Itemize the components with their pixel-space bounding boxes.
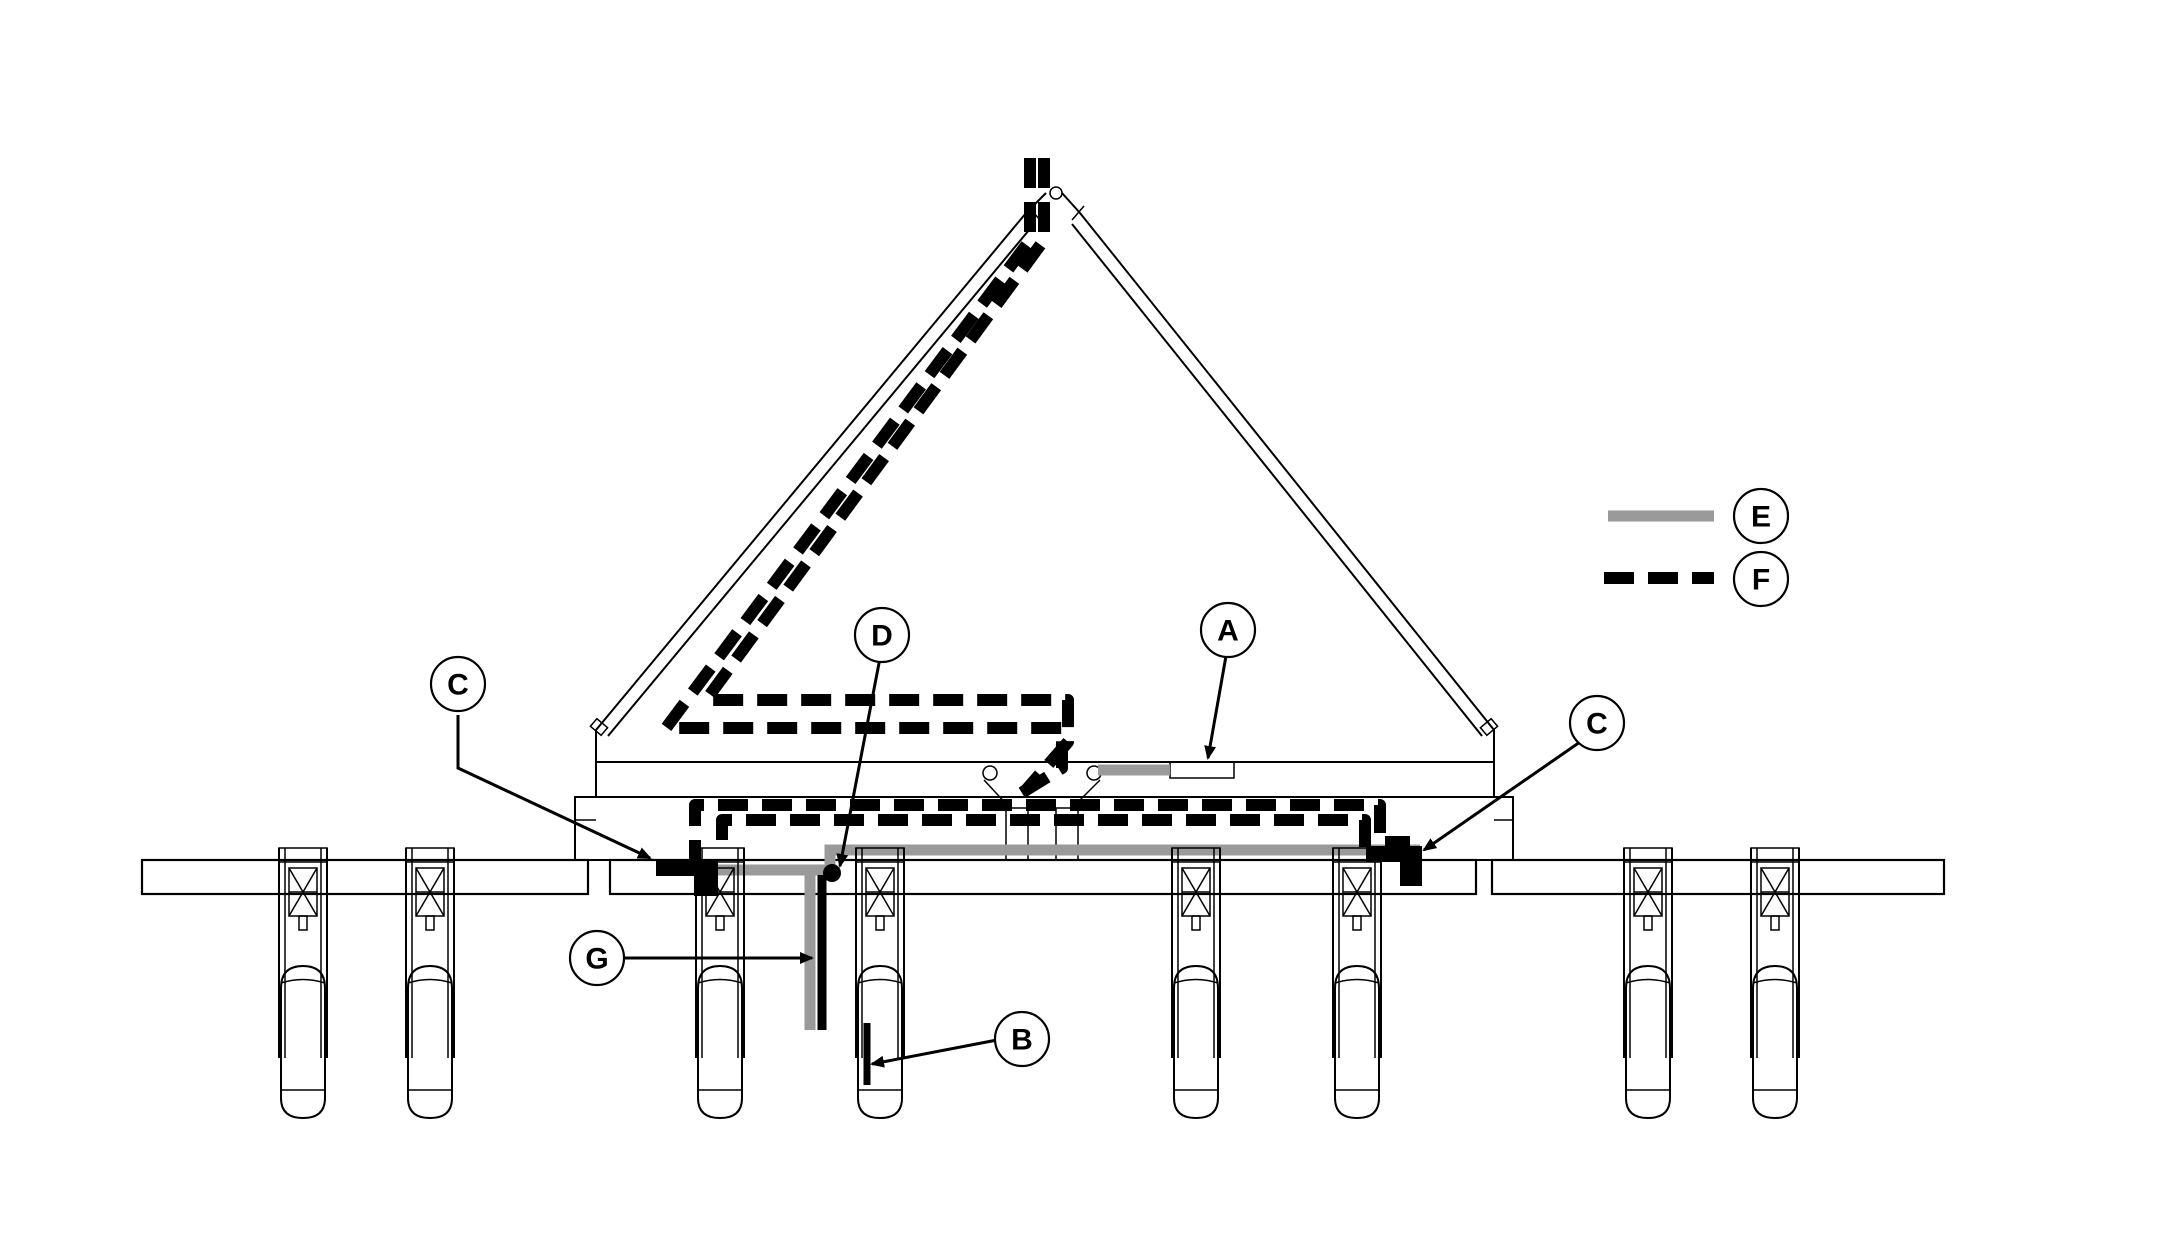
- toolbar-right-section: [1490, 858, 1946, 896]
- center-frame-upper: [595, 761, 1495, 798]
- callout-d-label: D: [871, 620, 893, 653]
- callout-a: A: [1199, 601, 1257, 659]
- callout-g-label: G: [585, 943, 608, 976]
- callout-b-label: B: [1011, 1024, 1033, 1057]
- callout-c-right: C: [1568, 694, 1626, 752]
- callout-c-right-label: C: [1586, 708, 1608, 741]
- leader-lines: [456, 655, 1581, 1068]
- control-module-a: [1169, 761, 1235, 779]
- harness-f-path: [660, 158, 1410, 870]
- callout-d: D: [853, 606, 911, 664]
- callout-g: G: [568, 929, 626, 987]
- callout-c-left: C: [429, 655, 487, 713]
- callout-b: B: [993, 1010, 1051, 1068]
- toolbar-left-section: [140, 858, 590, 896]
- legend-e-label: E: [1751, 501, 1771, 534]
- harness-e-path: [700, 764, 1420, 1030]
- callout-a-label: A: [1217, 615, 1239, 648]
- legend: E F: [1604, 487, 1790, 608]
- callout-c-left-label: C: [447, 669, 469, 702]
- legend-f-label: F: [1752, 564, 1770, 597]
